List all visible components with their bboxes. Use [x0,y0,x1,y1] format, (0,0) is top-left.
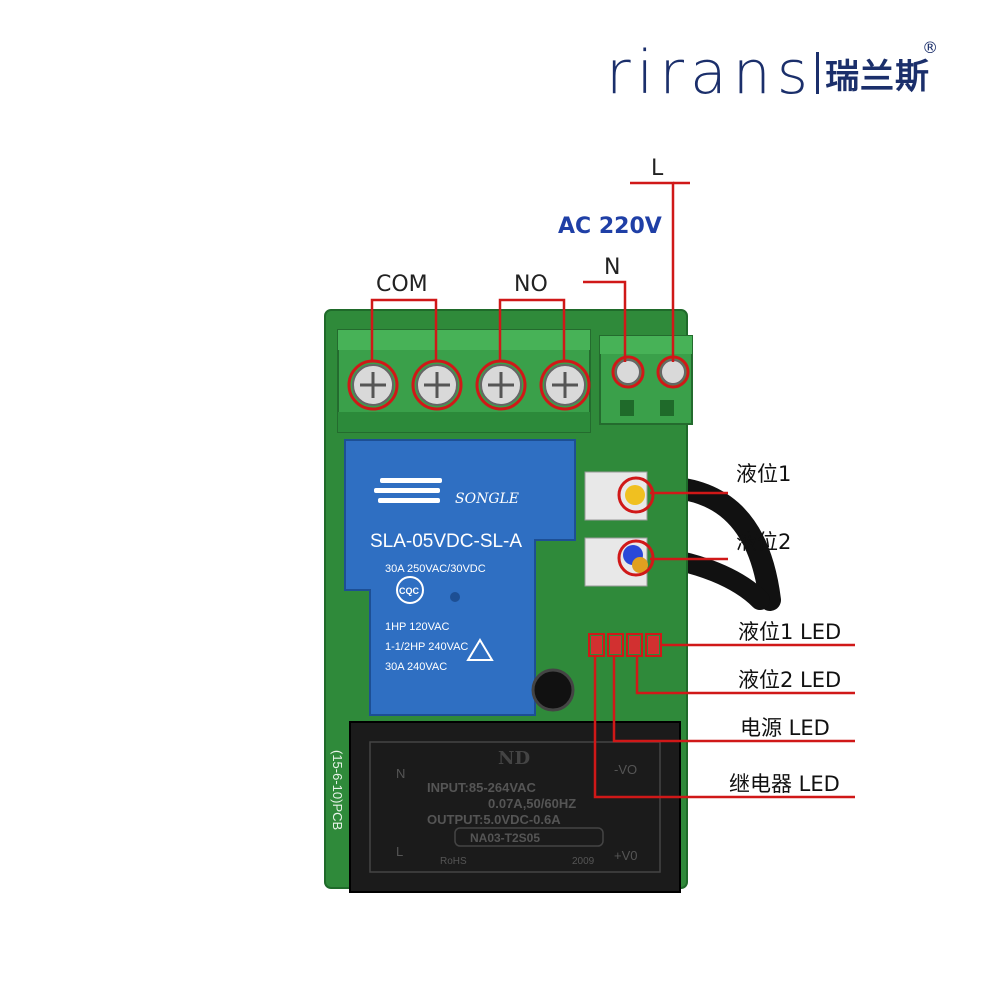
psu-output: OUTPUT:5.0VDC-0.6A [427,812,561,827]
label-relay-led: 继电器 LED [729,772,840,796]
relay-hp-2: 1-1/2HP 240VAC [385,641,468,653]
psu-pin-vo-pos: +V0 [614,848,638,863]
brand-logo: rirans 瑞兰斯 ® [606,38,938,108]
label-ac-220v: AC 220V [558,214,662,239]
relay-rating-1: 30A 250VAC/30VDC [385,563,486,575]
pcb-date-code: (15-6-10)PCB [330,750,345,830]
relay-model: SLA-05VDC-SL-A [370,531,522,552]
relay-rating-2: 30A 240VAC [385,661,447,673]
label-no: NO [514,272,548,297]
relay-brand: SONGLE [455,491,519,507]
label-level-2: 液位2 [736,530,792,554]
psu-year: 2009 [572,856,595,867]
label-level-1-led: 液位1 LED [738,620,842,644]
psu-input: INPUT:85-264VAC [427,780,536,795]
led-array [591,636,659,654]
registered-mark: ® [922,38,939,57]
brand-cjk-text: 瑞兰斯 [825,56,931,97]
annotation-circles [347,355,690,577]
annotation-lines [370,181,855,799]
psu-rohs: RoHS [440,856,467,867]
label-com: COM [376,272,428,297]
capacitor [531,668,575,712]
psu-pin-l: L [396,844,403,859]
relay-cert: CQC [399,586,420,596]
terminal-block-relay [337,329,591,433]
psu-current: 0.07A,50/60HZ [488,796,576,811]
label-power-led: 电源 LED [740,716,830,740]
label-n: N [604,255,621,280]
songle-logo-mark [374,478,442,503]
relay-hp-1: 1HP 120VAC [385,621,449,633]
led-highlight-boxes [588,633,662,657]
label-l: L [651,156,664,181]
psu-pin-vo-neg: -VO [614,762,637,777]
psu-logo: ND [498,748,530,769]
brand-latin-text: rirans [606,38,815,108]
power-module [349,721,681,893]
relay-module [344,439,576,716]
psu-pin-n: N [396,766,405,781]
label-level-1: 液位1 [736,462,792,486]
label-level-2-led: 液位2 LED [738,668,842,692]
psu-model: NA03-T2S05 [470,831,540,845]
sensor-connectors [584,471,648,587]
brand-divider [816,52,820,94]
